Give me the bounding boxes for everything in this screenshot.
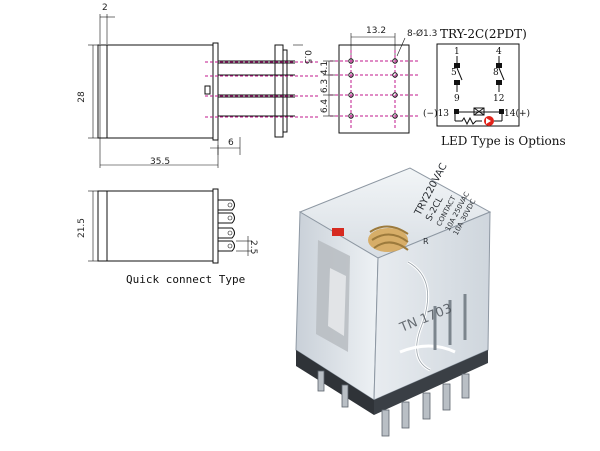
pin-holes [348, 58, 398, 119]
dim-0-5-label: 0.5 [302, 50, 312, 64]
dim-2-5-label: 2.5 [248, 240, 258, 254]
relay-body-side [97, 44, 214, 139]
pin-layout-view: 13.2 8-Ø1.3 4.1 6.3 6.4 [320, 26, 437, 134]
side-pins [218, 60, 295, 117]
dim-13-2-label: 13.2 [366, 26, 386, 36]
relay-bottom-pins [317, 370, 470, 437]
pin-4-label: 4 [496, 47, 502, 57]
dim-hole-label: 8-Ø1.3 [407, 28, 437, 39]
quick-connect-label: Quick connect Type [126, 273, 245, 286]
relay-print-mark: R [423, 237, 429, 246]
pin-12-label: 12 [493, 94, 504, 104]
quick-connect-tabs [218, 199, 235, 252]
led-note: LED Type is Options [441, 134, 566, 148]
schematic: TRY-2C(2PDT) 1 5 9 4 8 12 (−)13 14(+) [423, 27, 566, 148]
dim-2-label: 2 [102, 3, 108, 13]
dim-35-5-label: 35.5 [150, 157, 170, 167]
pin-5-label: 5 [451, 68, 457, 78]
side-view: 2 0.5 28 [77, 3, 320, 168]
relay-photo: TRY220VAC S-2CL CONTACT 10A 250VAC 10A 3… [295, 162, 492, 437]
model-title: TRY-2C(2PDT) [440, 27, 527, 41]
quick-connect-view: 21.5 2.5 Quick connect Type [77, 188, 258, 286]
relay-body-bottom [97, 190, 214, 262]
pin-base-outline [338, 44, 410, 134]
pin-8-label: 8 [493, 68, 499, 78]
dim-4-1-label: 4.1 [320, 61, 330, 75]
dim-21-5-label: 21.5 [77, 218, 87, 238]
pin-9-label: 9 [454, 94, 460, 104]
dim-6-3-label: 6.3 [320, 79, 330, 93]
dim-28-label: 28 [77, 91, 87, 103]
dim-6-4-label: 6.4 [320, 99, 330, 114]
coil-plus-label: 14(+) [504, 108, 530, 119]
dim-6-label: 6 [228, 138, 234, 148]
pin-1-label: 1 [454, 47, 460, 57]
coil-minus-label: (−)13 [423, 108, 449, 119]
schematic-frame [436, 43, 520, 127]
